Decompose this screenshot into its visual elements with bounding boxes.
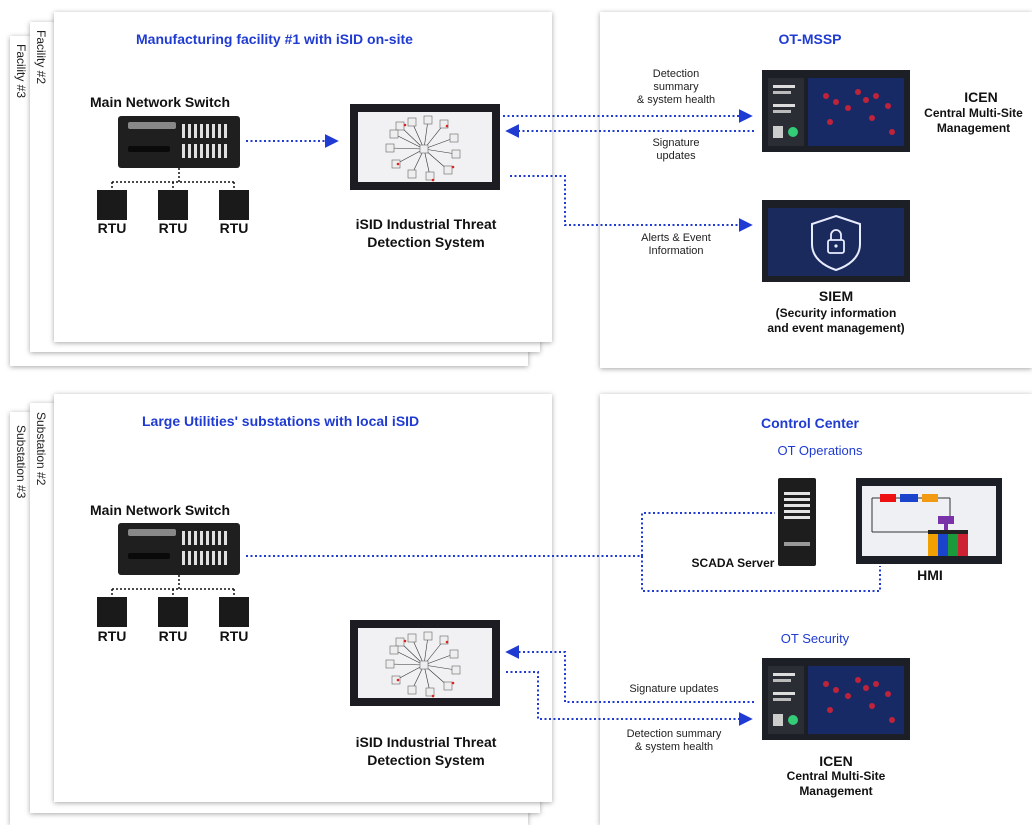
hmi-icon bbox=[856, 478, 1002, 564]
ot-operations-label: OT Operations bbox=[777, 443, 863, 458]
rtu-icon bbox=[158, 597, 188, 627]
right-title: Control Center bbox=[761, 415, 859, 431]
stack-label-facility-3: Facility #3 bbox=[14, 44, 28, 99]
ot-security-label: OT Security bbox=[780, 631, 850, 646]
flow-label-signature: Signature updates bbox=[652, 137, 700, 162]
isid-label: iSID Industrial Threat Detection System bbox=[355, 734, 497, 768]
rtu-icon bbox=[158, 190, 188, 220]
world-map-icon bbox=[762, 70, 910, 152]
switch-icon bbox=[118, 523, 240, 575]
flow-label-signature: Signature updates bbox=[629, 683, 719, 695]
flow-label-detection: Detection summary & system health bbox=[626, 728, 722, 753]
rtu-icon bbox=[97, 190, 127, 220]
site-title: Large Utilities' substations with local … bbox=[142, 413, 420, 429]
server-icon bbox=[778, 478, 816, 566]
rtu-icon bbox=[97, 597, 127, 627]
shield-lock-icon bbox=[762, 200, 910, 282]
flow-label-alerts: Alerts & Event Information bbox=[641, 232, 711, 257]
rtu-label: RTU bbox=[158, 220, 188, 236]
icen-title: ICEN bbox=[964, 89, 998, 105]
switch-icon bbox=[118, 116, 240, 168]
isid-label: iSID Industrial Threat Detection System bbox=[355, 216, 497, 250]
isid-screen-icon bbox=[350, 620, 500, 706]
flow-label-detection: Detection summary & system health bbox=[636, 68, 716, 106]
switch-label: Main Network Switch bbox=[90, 94, 231, 110]
site-card-substation-1 bbox=[54, 394, 552, 802]
world-map-icon bbox=[762, 658, 910, 740]
control-center-card bbox=[600, 394, 1032, 825]
rtu-label: RTU bbox=[97, 628, 127, 644]
stack-label-substation-3: Substation #3 bbox=[14, 425, 28, 499]
site-title: Manufacturing facility #1 with iSID on-s… bbox=[136, 31, 413, 47]
rtu-label: RTU bbox=[219, 220, 249, 236]
siem-title: SIEM bbox=[818, 288, 854, 304]
rtu-label: RTU bbox=[158, 628, 188, 644]
icen-subtitle: Central Multi-Site Management bbox=[786, 769, 886, 798]
stack-label-substation-2: Substation #2 bbox=[34, 412, 48, 486]
right-title: OT-MSSP bbox=[778, 31, 842, 47]
icen-title: ICEN bbox=[819, 753, 853, 769]
isid-screen-icon bbox=[350, 104, 500, 190]
rtu-label: RTU bbox=[97, 220, 127, 236]
stack-label-facility-2: Facility #2 bbox=[34, 30, 48, 85]
siem-subtitle: (Security information and event manageme… bbox=[767, 306, 905, 335]
switch-label: Main Network Switch bbox=[90, 502, 231, 518]
rtu-icon bbox=[219, 190, 249, 220]
scada-server-label: SCADA Server bbox=[691, 556, 775, 570]
rtu-icon bbox=[219, 597, 249, 627]
hmi-label: HMI bbox=[917, 567, 943, 583]
icen-subtitle: Central Multi-Site Management bbox=[924, 106, 1023, 135]
rtu-label: RTU bbox=[219, 628, 249, 644]
